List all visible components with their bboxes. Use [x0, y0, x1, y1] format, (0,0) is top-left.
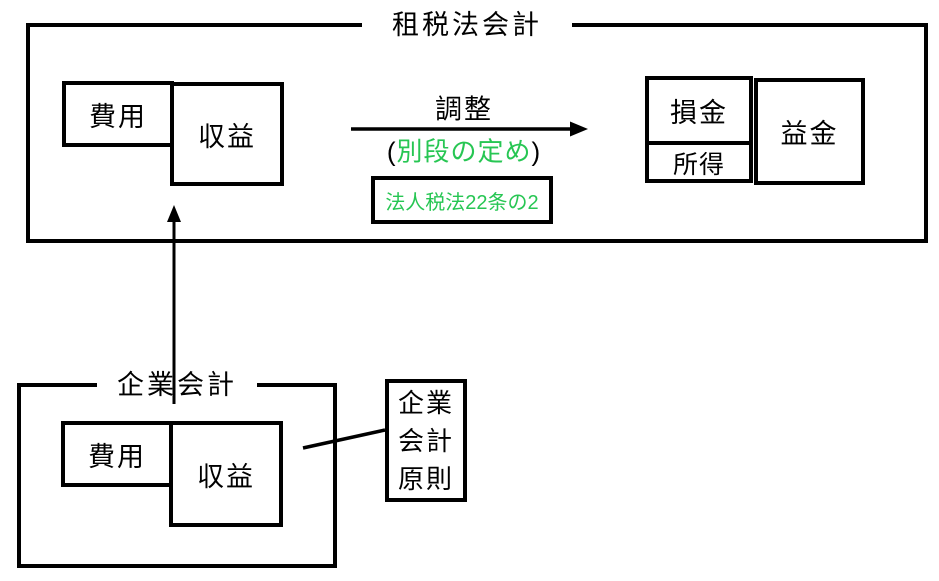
provision-close-paren: ): [531, 136, 542, 167]
special-provision-label: (別段の定め): [387, 132, 541, 169]
tax-expense-box: 費用: [62, 81, 174, 147]
deductible-cell: 損金: [649, 80, 749, 145]
corporate-revenue-label: 収益: [197, 461, 255, 492]
income-cell: 所得: [649, 145, 749, 181]
corporate-expense-box: 費用: [61, 421, 173, 487]
tax-expense-label: 費用: [89, 101, 147, 132]
corporate-expense-label: 費用: [88, 441, 146, 472]
corporate-accounting-title: 企業会計: [97, 368, 257, 402]
principles-line-2: 会計: [397, 425, 454, 456]
principles-line-1: 企業: [397, 387, 454, 418]
provision-open-paren: (: [386, 136, 397, 167]
principles-line-3: 原則: [397, 463, 454, 494]
income-label: 所得: [672, 151, 725, 179]
gross-revenue-label: 益金: [780, 119, 839, 149]
tax-revenue-box: 収益: [170, 82, 284, 186]
tax-accounting-title: 租税法会計: [362, 8, 572, 42]
deductible-label: 損金: [670, 98, 728, 128]
tax-revenue-label: 収益: [198, 121, 256, 152]
law-reference-label: 法人税法22条の2: [385, 191, 539, 214]
adjustment-label: 調整: [435, 94, 493, 125]
gross-revenue-box: 益金: [754, 78, 865, 185]
accounting-principles-box: 企業 会計 原則: [385, 379, 467, 502]
law-reference-box: 法人税法22条の2: [371, 176, 553, 224]
deductible-income-box: 損金 所得: [645, 76, 753, 183]
provision-text: 別段の定め: [396, 136, 532, 167]
corporate-revenue-box: 収益: [169, 421, 283, 527]
